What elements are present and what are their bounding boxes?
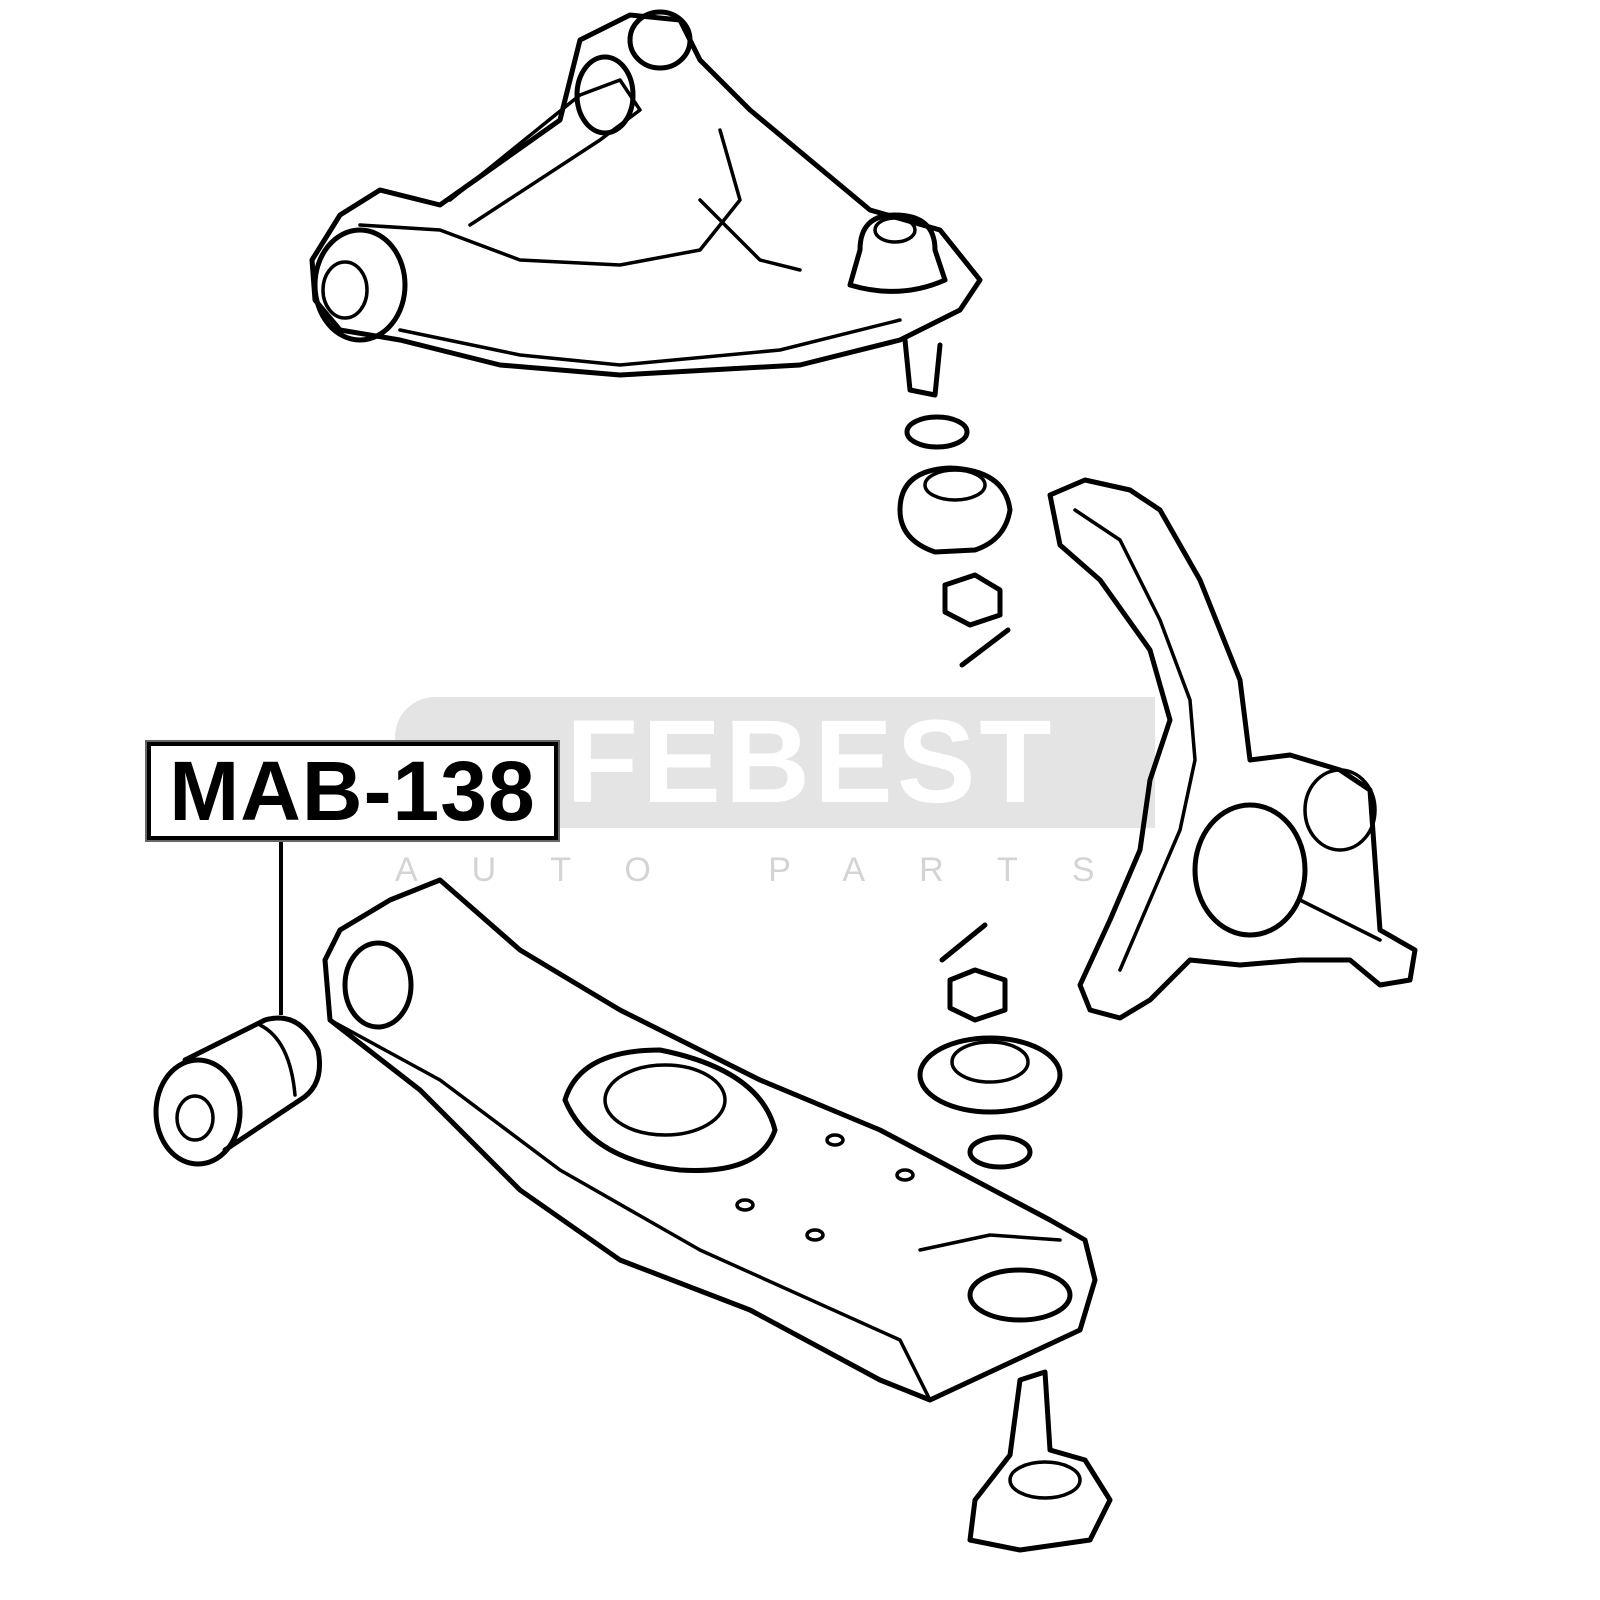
lower-ball-joint [967,1369,1113,1553]
watermark-tagline: AUTO PARTS [395,851,1149,889]
lower-control-arm [322,877,1098,1403]
upper-control-arm [309,9,983,398]
part-number-text: MAB-138 [169,744,536,838]
steering-knuckle [1047,477,1418,1021]
mounting-holes [735,1133,915,1242]
arm-bushing [153,1015,322,1167]
part-number-label: MAB-138 [145,740,560,842]
watermark-brand: FEBEST [566,696,1056,828]
ball-joint-hardware [897,414,1063,1170]
